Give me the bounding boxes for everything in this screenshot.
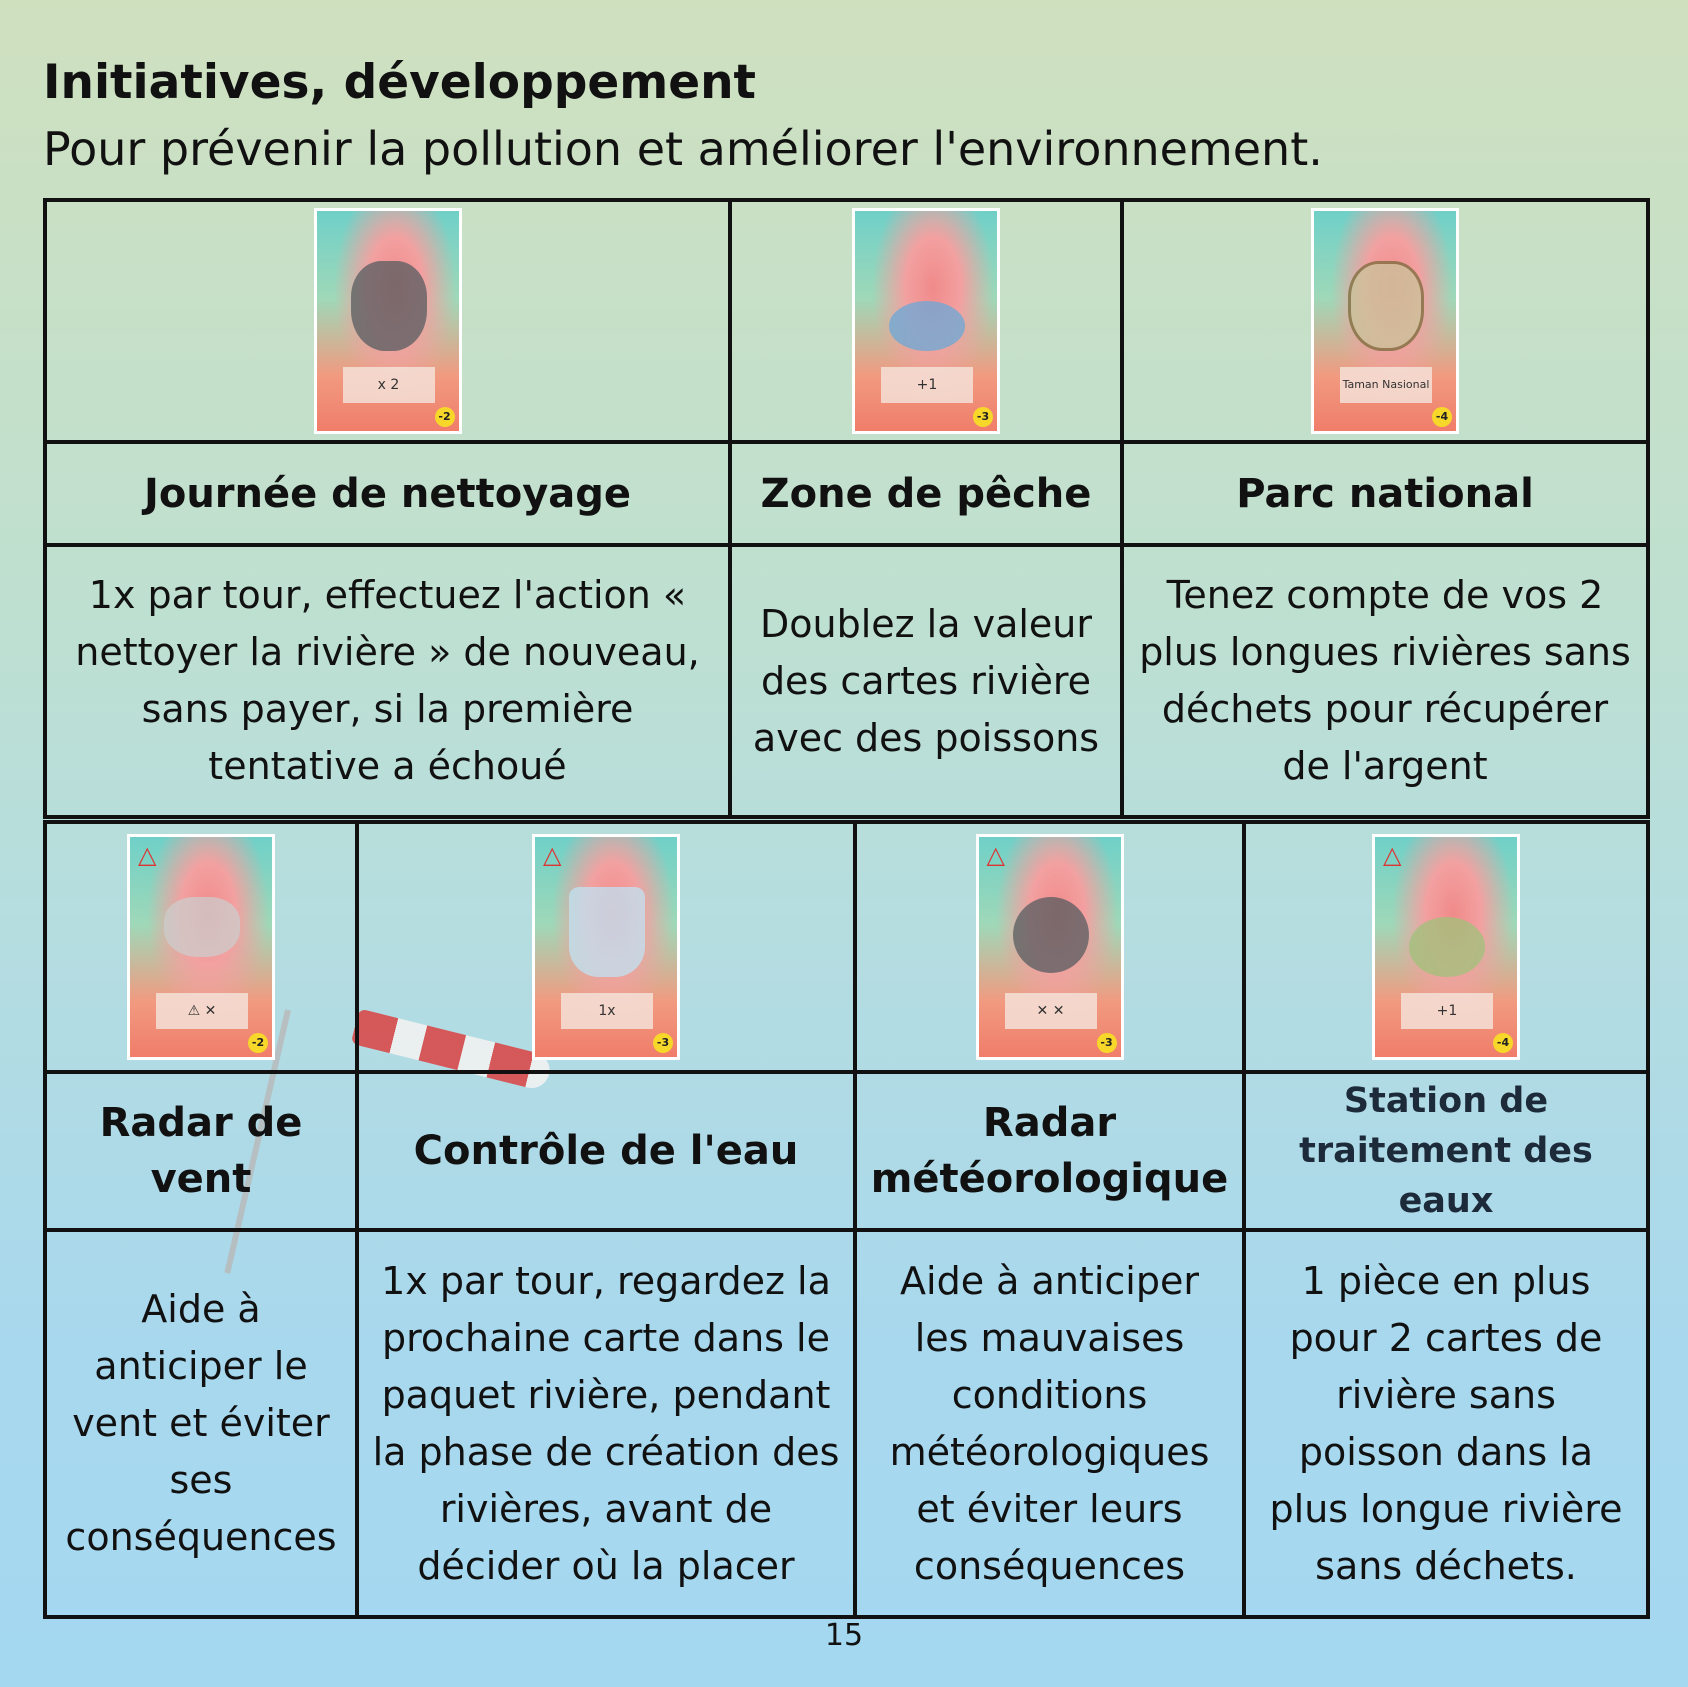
- initiative-description: Aide à anticiper les mauvaises condition…: [853, 1228, 1246, 1619]
- radar-icon: [1012, 897, 1089, 973]
- warning-icon: △: [138, 841, 157, 869]
- card-cost: -4: [1493, 1033, 1513, 1053]
- card-effect-label: 1x: [561, 993, 653, 1029]
- card-cell: △ +1-4: [1242, 820, 1650, 1074]
- park-badge-icon: [1348, 261, 1424, 351]
- card-wind-radar: △ ⚠ ✕-2: [127, 834, 275, 1060]
- initiative-title: Radar météorologique: [853, 1070, 1246, 1232]
- card-cell: +1-3: [728, 198, 1124, 444]
- initiative-title: Zone de pêche: [728, 440, 1124, 547]
- initiative-description: Doublez la valeur des cartes rivière ave…: [728, 543, 1124, 819]
- card-cell: x 2-2: [43, 198, 732, 444]
- card-cell: △ ✕ ✕ -3: [853, 820, 1246, 1074]
- treatment-plant-icon: [1409, 917, 1485, 977]
- initiative-description: 1x par tour, effectuez l'action « nettoy…: [43, 543, 732, 819]
- card-effect-label: Taman Nasional: [1340, 367, 1432, 403]
- card-cost: -3: [653, 1033, 673, 1053]
- card-water-control: △ 1x-3: [532, 834, 680, 1060]
- card-fishing-zone: +1-3: [852, 208, 1000, 434]
- anemometer-icon: [164, 897, 240, 957]
- card-cost: -3: [973, 407, 993, 427]
- initiatives-table-bottom: △⚠ ✕-2 △1x-3 △✕ ✕-3 △+1-4 Radar de vent …: [43, 820, 1650, 1619]
- card-cost: -2: [248, 1033, 268, 1053]
- initiative-title: Journée de nettoyage: [43, 440, 732, 547]
- initiative-description: 1 pièce en plus pour 2 cartes de rivière…: [1242, 1228, 1650, 1619]
- card-national-park: Taman Nasional-4: [1311, 208, 1459, 434]
- card-cell: △ 1x-3: [355, 820, 857, 1074]
- initiative-description: Aide à anticiper le vent et éviter ses c…: [43, 1228, 359, 1619]
- initiative-title: Parc national: [1120, 440, 1650, 547]
- card-effect-label: x 2: [342, 367, 435, 403]
- card-cost: -3: [1096, 1033, 1117, 1053]
- trash-bag-icon: [350, 261, 427, 351]
- card-cleanup-day: x 2-2: [313, 208, 462, 434]
- card-cell: Taman Nasional-4: [1120, 198, 1650, 444]
- initiative-description: 1x par tour, regardez la prochaine carte…: [355, 1228, 857, 1619]
- flask-icon: [569, 887, 645, 977]
- initiative-title: Contrôle de l'eau: [355, 1070, 857, 1232]
- card-effect-label: +1: [1401, 993, 1493, 1029]
- boat-icon: [889, 301, 965, 351]
- card-effect-label: ⚠ ✕: [156, 993, 248, 1029]
- section-subtitle: Pour prévenir la pollution et améliorer …: [43, 122, 1323, 176]
- warning-icon: △: [986, 841, 1005, 869]
- initiative-title: Radar de vent: [43, 1070, 359, 1232]
- card-weather-radar: △ ✕ ✕ -3: [975, 834, 1124, 1060]
- section-title: Initiatives, développement: [43, 55, 757, 110]
- card-cost: -2: [434, 407, 455, 427]
- card-effect-label: +1: [881, 367, 973, 403]
- initiative-description: Tenez compte de vos 2 plus longues riviè…: [1120, 543, 1650, 819]
- card-cell: △ ⚠ ✕-2: [43, 820, 359, 1074]
- warning-icon: △: [543, 841, 562, 869]
- initiative-title: Station de traitement des eaux: [1242, 1070, 1650, 1232]
- warning-icon: △: [1383, 841, 1402, 869]
- page-number: 15: [824, 1618, 864, 1653]
- initiatives-table-top: x 2-2 +1-3 Taman Nasional-4 Journée de n…: [43, 198, 1650, 819]
- card-water-treatment: △ +1-4: [1372, 834, 1520, 1060]
- card-effect-label: ✕ ✕: [1004, 993, 1097, 1029]
- card-cost: -4: [1432, 407, 1452, 427]
